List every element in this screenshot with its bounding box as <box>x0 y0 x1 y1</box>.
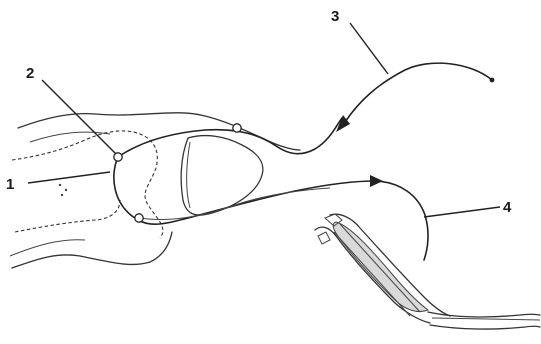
label-4: 4 <box>503 199 512 216</box>
upper-contour <box>18 113 300 150</box>
efferent-path <box>375 181 428 260</box>
lower-contour <box>12 232 172 268</box>
label-1: 1 <box>6 176 14 193</box>
node-lower <box>135 214 143 222</box>
label-3: 3 <box>331 8 339 25</box>
central-cavity <box>181 136 263 215</box>
node-2 <box>114 153 122 161</box>
leader-1 <box>28 172 110 183</box>
label-2: 2 <box>26 65 34 82</box>
dot-cluster <box>59 184 67 196</box>
cavity-inner-line <box>187 142 190 208</box>
efferent-arrowhead <box>370 175 383 187</box>
afferent-path <box>345 63 492 122</box>
leader-3 <box>350 23 388 74</box>
node-upper-right <box>233 124 241 132</box>
leader-4 <box>424 207 500 217</box>
lower-left-contour <box>10 240 85 256</box>
dashed-outline-lower <box>15 200 120 232</box>
upper-inner-contour <box>30 132 110 142</box>
receptor-dot <box>490 78 495 83</box>
